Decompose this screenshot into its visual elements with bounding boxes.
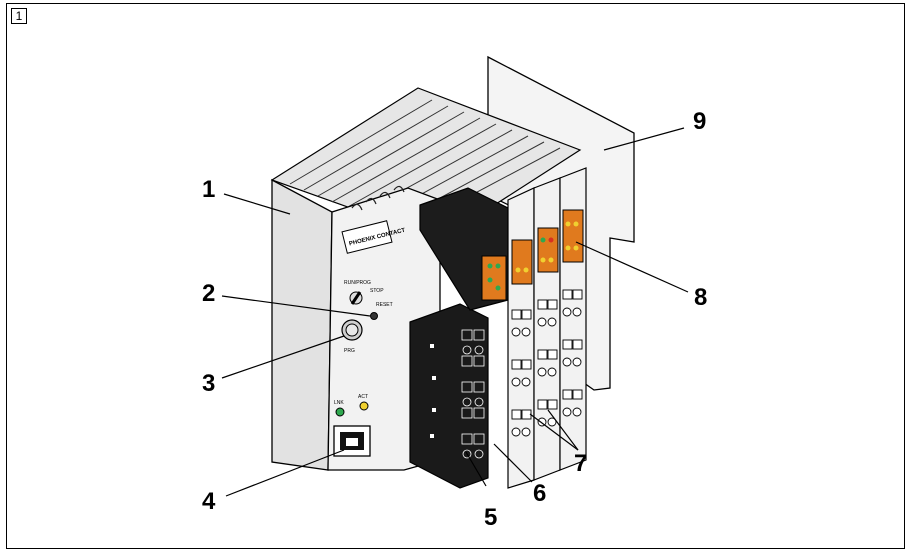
callout-2: 2 <box>202 280 216 307</box>
reset-button <box>370 312 378 320</box>
callout-1: 1 <box>202 176 216 203</box>
black-connector-marks <box>430 344 436 438</box>
leader-lines <box>221 127 689 497</box>
figure-number: 1 <box>11 8 27 24</box>
led-act-label: ACT <box>358 394 368 400</box>
figure-frame <box>6 3 905 549</box>
callout-5: 5 <box>484 504 498 531</box>
reset-label: RESET <box>376 302 393 308</box>
prg-label: PRG <box>344 348 355 354</box>
io-module-1 <box>507 187 535 489</box>
callout-6: 6 <box>533 480 547 507</box>
io-module-3 <box>559 167 587 471</box>
led-lnk <box>335 407 345 417</box>
black-connector-terminals <box>461 329 485 459</box>
front-slots <box>351 185 405 211</box>
black-connector <box>409 303 489 489</box>
callout-7: 7 <box>574 450 588 477</box>
led-act <box>359 401 369 411</box>
bus-head-led-panel <box>481 255 507 301</box>
led-lnk-label: LNK <box>334 400 344 406</box>
io-module-2 <box>533 177 561 481</box>
io-terminals <box>511 289 583 437</box>
controller-side <box>271 178 333 471</box>
switch-stop-label: STOP <box>370 288 384 294</box>
callout-3: 3 <box>202 370 216 397</box>
brand-label <box>341 220 393 254</box>
switch-run-label: RUN/PROG <box>344 280 371 286</box>
callout-9: 9 <box>693 108 707 135</box>
callout-8: 8 <box>694 284 708 311</box>
callout-4: 4 <box>202 488 216 515</box>
